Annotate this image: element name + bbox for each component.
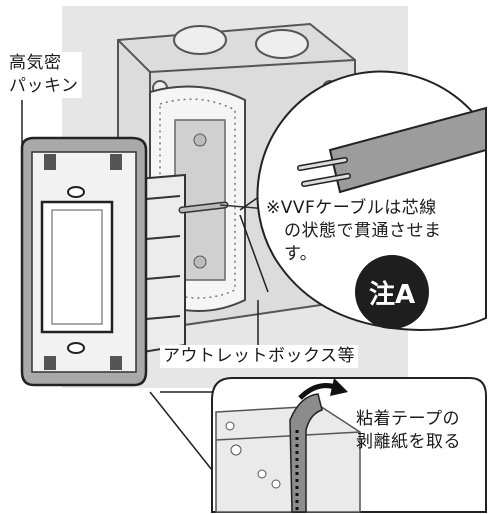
gasket-frame [20,136,148,387]
tape-note: 粘着テープの 剥離紙を取る [356,409,461,452]
adhesive-tape [289,393,323,513]
tape-callout [149,377,487,513]
outlet-box-label: アウトレットボックス等 [160,345,358,368]
cable-callout [239,70,487,332]
note-a-badge: 注A [355,255,429,329]
vvf-note: ※VVFケーブルは芯線 の状態で貫通させま す。 [266,198,442,264]
gasket-label: 高気密 パッキン [6,52,82,98]
